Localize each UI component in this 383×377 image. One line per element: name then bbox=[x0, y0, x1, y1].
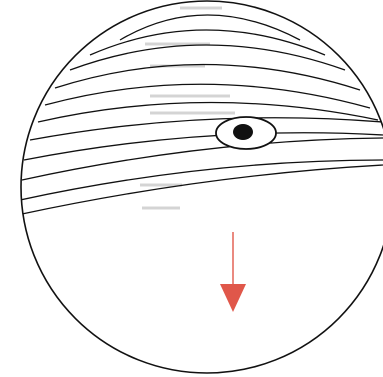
contour-line bbox=[70, 45, 345, 70]
down-arrow-icon bbox=[220, 232, 246, 312]
contour-line bbox=[24, 133, 383, 160]
contour-line bbox=[22, 138, 383, 180]
eye-icon bbox=[216, 117, 276, 149]
eye-pupil bbox=[233, 124, 253, 140]
sphere-outline bbox=[21, 1, 383, 373]
arrow-head bbox=[220, 284, 246, 312]
contour-line bbox=[22, 165, 383, 214]
contour-line bbox=[20, 160, 383, 200]
contour-line bbox=[55, 64, 360, 90]
faint-marks bbox=[140, 8, 235, 208]
